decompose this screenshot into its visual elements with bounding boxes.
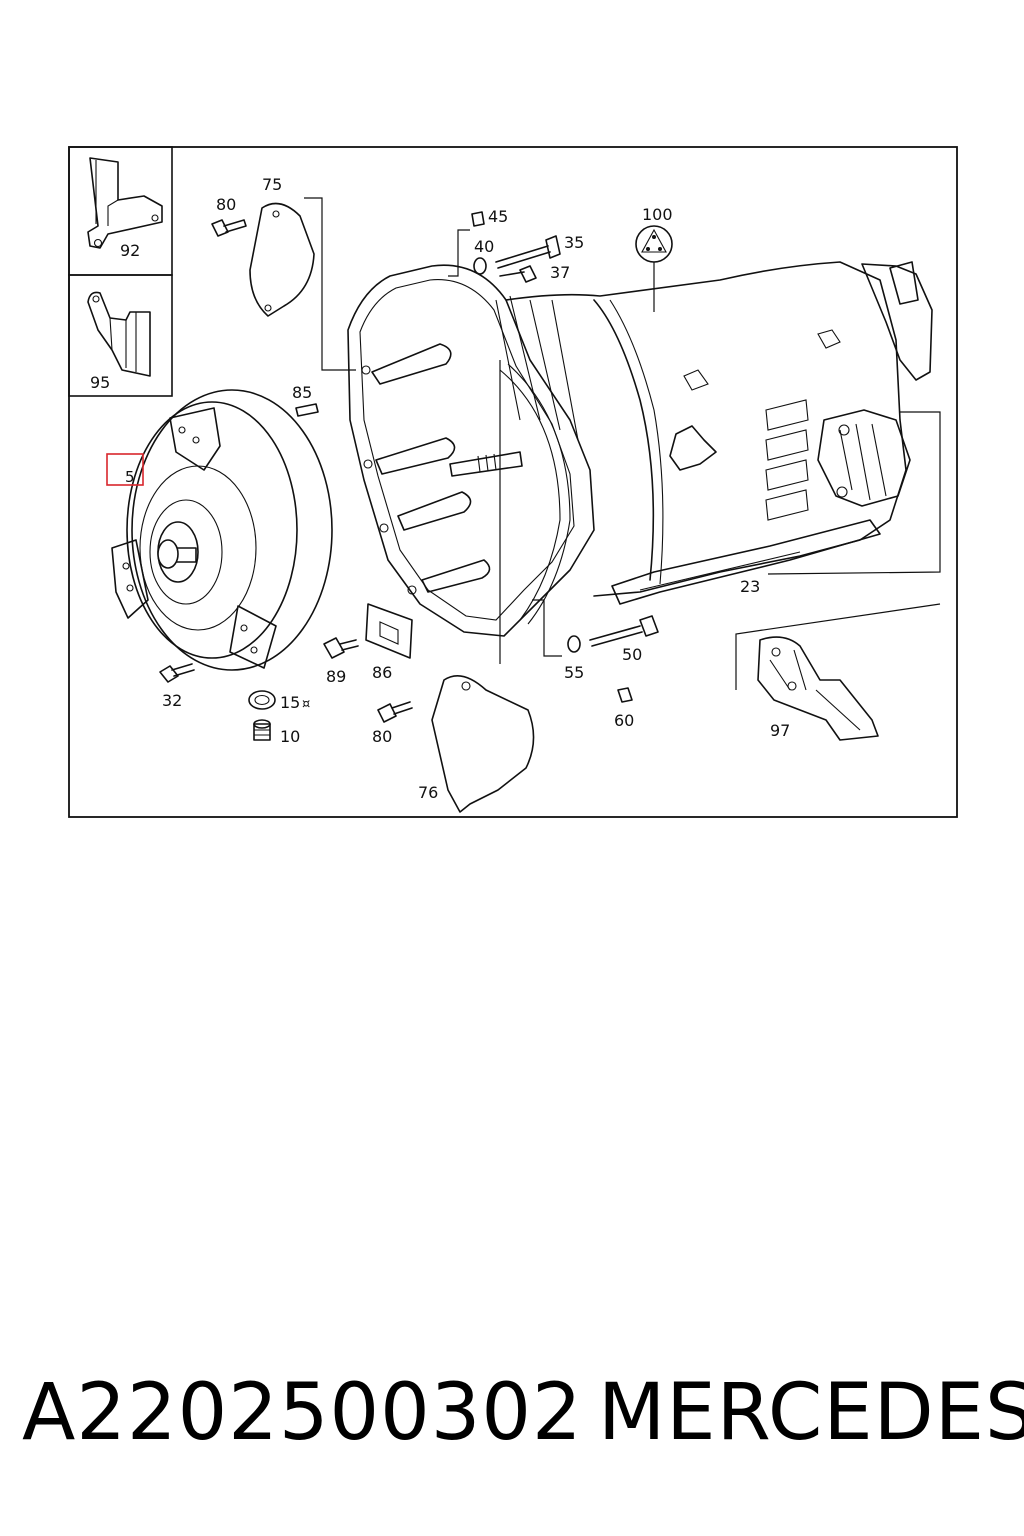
torque-converter (111, 389, 333, 671)
callout-80-top: 80 (216, 195, 236, 214)
callout-76: 76 (418, 783, 438, 802)
bolt-89: 89 (323, 637, 359, 686)
highlight-box-5 (106, 453, 144, 486)
callout-95: 95 (90, 373, 110, 392)
mount-bracket-97: 97 (735, 603, 941, 741)
callout-97: 97 (770, 721, 790, 740)
inset-part-95: 95 (68, 274, 173, 397)
plate-86: 86 (365, 603, 413, 682)
callout-60: 60 (614, 711, 634, 730)
callout-32: 32 (162, 691, 182, 710)
pin-85: 85 (292, 383, 319, 417)
callout-5: 5 (125, 468, 135, 486)
seal-ring-15: 15 ¤ (248, 690, 310, 712)
callout-15: 15 (280, 693, 300, 712)
callout-35: 35 (564, 233, 584, 252)
cover-plate-76: 76 (418, 360, 535, 813)
bolt-80-bottom: 80 (372, 701, 413, 746)
bolt-80-top: 80 (211, 195, 247, 237)
callout-55: 55 (564, 663, 584, 682)
callout-40: 40 (474, 237, 494, 256)
callout-85: 85 (292, 383, 312, 402)
callout-50: 50 (622, 645, 642, 664)
callout-80-bottom: 80 (372, 727, 392, 746)
callout-75: 75 (262, 175, 282, 194)
diagram-frame (68, 146, 958, 818)
fasteners-upper-group: 45 40 35 37 (448, 207, 584, 283)
callout-100: 100 (642, 205, 673, 224)
svg-text:¤: ¤ (302, 697, 310, 712)
bolt-32: 32 (159, 663, 195, 710)
part-number: A2202500302 (22, 1368, 583, 1458)
cover-plate-75: 75 (249, 175, 356, 371)
caption-bar: A2202500302 MERCEDES (0, 1368, 1024, 1478)
bolt-50: 50 (589, 615, 659, 664)
callout-86: 86 (372, 663, 392, 682)
callout-10: 10 (280, 727, 300, 746)
inset-part-92: 92 (68, 146, 173, 276)
callout-89: 89 (326, 667, 346, 686)
callout-37: 37 (550, 263, 570, 282)
nut-60: 60 (614, 687, 634, 730)
brand-name: MERCEDES (598, 1368, 1024, 1458)
washer-55: 55 (532, 599, 584, 682)
drain-plug-10: 10 (253, 719, 300, 746)
callout-45: 45 (488, 207, 508, 226)
callout-92: 92 (120, 241, 140, 260)
transmission-housing: 23 (347, 261, 941, 637)
label-plate-100: 100 (635, 205, 673, 312)
callout-23: 23 (740, 577, 760, 596)
